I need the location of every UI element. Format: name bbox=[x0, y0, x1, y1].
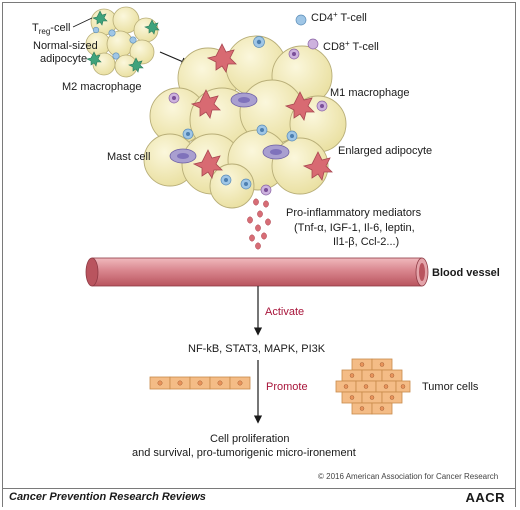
normal-adipocyte-label-1: Normal-sized bbox=[33, 40, 98, 52]
mast-cell-label: Mast cell bbox=[107, 151, 150, 163]
tumor-cells-label: Tumor cells bbox=[422, 381, 479, 393]
treg-label: Treg-cell bbox=[32, 22, 70, 36]
mediator-dots bbox=[247, 198, 271, 250]
outcome-label-1: Cell proliferation bbox=[210, 433, 289, 445]
enlarged-adipocyte-label: Enlarged adipocyte bbox=[338, 145, 432, 157]
outcome-label-2: and survival, pro-tumorigenic micro-iron… bbox=[132, 447, 356, 459]
cd8-legend-icon bbox=[307, 38, 319, 50]
t-cell-icons bbox=[168, 36, 328, 196]
cd4-legend-icon bbox=[295, 14, 307, 26]
cd4-label: CD4+ T-cell bbox=[311, 10, 367, 24]
mediators-label-1: Pro-inflammatory mediators bbox=[286, 207, 422, 219]
mediators-label-2: (Tnf-α, IGF-1, Il-6, leptin, bbox=[294, 222, 415, 234]
tumor-cell-nuclei-right bbox=[343, 362, 406, 411]
copyright-label: © 2016 American Association for Cancer R… bbox=[318, 472, 498, 481]
activate-label: Activate bbox=[265, 306, 304, 318]
cd8-label: CD8+ T-cell bbox=[323, 39, 379, 53]
m2-macrophage-label: M2 macrophage bbox=[62, 81, 142, 93]
journal-title: Cancer Prevention Research Reviews bbox=[9, 491, 206, 503]
m1-macrophage-label: M1 macrophage bbox=[330, 87, 410, 99]
mast-cell-icons bbox=[169, 92, 290, 164]
diagram-canvas: Treg-cell Normal-sized adipocyte M2 macr… bbox=[32, 6, 500, 481]
tumor-cell-nuclei-left bbox=[157, 380, 243, 386]
aacr-logo: AACR bbox=[465, 490, 505, 505]
normal-adipocyte-label-2: adipocyte bbox=[40, 53, 87, 65]
promote-label: Promote bbox=[266, 381, 308, 393]
treg-leader bbox=[72, 17, 93, 28]
m2-macrophage-icons bbox=[86, 10, 160, 73]
blood-vessel bbox=[85, 257, 429, 287]
m1-macrophage-icons bbox=[190, 43, 333, 181]
mediators-label-3: Il1-β, Ccl-2...) bbox=[333, 236, 399, 248]
footer-bar: Cancer Prevention Research Reviews AACR bbox=[3, 488, 515, 507]
pathways-label: NF-kB, STAT3, MAPK, PI3K bbox=[188, 343, 326, 355]
blood-vessel-label: Blood vessel bbox=[432, 267, 500, 279]
